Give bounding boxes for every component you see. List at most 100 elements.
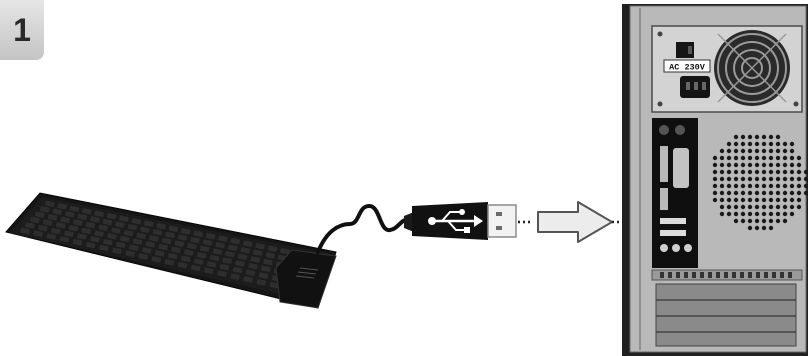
slot-vent <box>716 272 720 278</box>
vent-hole <box>797 184 801 188</box>
vent-hole <box>720 184 724 188</box>
vent-hole <box>790 191 794 195</box>
vent-hole <box>790 170 794 174</box>
vent-hole <box>797 163 801 167</box>
vent-hole <box>762 149 766 153</box>
slot-vent <box>748 272 752 278</box>
vent-hole <box>797 205 801 209</box>
vent-hole <box>741 191 745 195</box>
vent-hole <box>720 198 724 202</box>
vent-hole <box>748 170 752 174</box>
vent-hole <box>734 212 738 216</box>
vent-hole <box>776 205 780 209</box>
slot-vent <box>740 272 744 278</box>
vent-hole <box>748 163 752 167</box>
vent-hole <box>755 156 759 160</box>
vent-hole <box>769 184 773 188</box>
vent-hole <box>727 184 731 188</box>
vent-hole <box>734 198 738 202</box>
vent-hole <box>734 219 738 223</box>
vent-hole <box>762 156 766 160</box>
vent-hole <box>748 219 752 223</box>
psu-fan-grille <box>714 30 790 106</box>
vent-hole <box>769 149 773 153</box>
vent-hole <box>797 198 801 202</box>
vent-hole <box>720 177 724 181</box>
slot-vent <box>700 272 704 278</box>
vent-hole <box>755 177 759 181</box>
vent-hole <box>790 198 794 202</box>
vent-hole <box>713 191 717 195</box>
vent-hole <box>769 142 773 146</box>
vent-hole <box>755 184 759 188</box>
io-panel <box>652 118 698 268</box>
insert-direction-arrow <box>538 202 612 242</box>
vent-hole <box>713 170 717 174</box>
vent-hole <box>755 191 759 195</box>
vent-hole <box>776 198 780 202</box>
vent-hole <box>748 198 752 202</box>
vent-hole <box>741 170 745 174</box>
vent-hole <box>748 156 752 160</box>
vent-hole <box>727 163 731 167</box>
vent-hole <box>769 177 773 181</box>
vent-hole <box>790 212 794 216</box>
vent-hole <box>804 184 808 188</box>
vent-hole <box>727 212 731 216</box>
vent-hole <box>741 177 745 181</box>
vent-hole <box>720 212 724 216</box>
vent-hole <box>734 191 738 195</box>
vent-hole <box>783 219 787 223</box>
vent-hole <box>790 184 794 188</box>
vent-hole <box>720 205 724 209</box>
vent-hole <box>755 149 759 153</box>
vent-hole <box>755 142 759 146</box>
vent-hole <box>783 177 787 181</box>
vent-hole <box>727 170 731 174</box>
vent-hole <box>762 177 766 181</box>
vent-hole <box>741 205 745 209</box>
vent-hole <box>720 170 724 174</box>
vent-hole <box>769 170 773 174</box>
vent-hole <box>748 142 752 146</box>
vent-hole <box>769 198 773 202</box>
vent-hole <box>748 184 752 188</box>
voltage-label: AC 230V <box>669 63 706 73</box>
vent-hole <box>776 156 780 160</box>
vent-hole <box>734 149 738 153</box>
vent-hole <box>741 135 745 139</box>
vent-hole <box>790 149 794 153</box>
vent-hole <box>734 177 738 181</box>
vent-hole <box>762 219 766 223</box>
vent-hole <box>797 177 801 181</box>
vent-hole <box>748 177 752 181</box>
slot-vent <box>676 272 680 278</box>
vent-hole <box>790 163 794 167</box>
vent-hole <box>741 163 745 167</box>
vent-hole <box>755 163 759 167</box>
vent-hole <box>783 205 787 209</box>
vent-hole <box>755 226 759 230</box>
vent-hole <box>804 191 808 195</box>
vent-hole <box>748 205 752 209</box>
vent-hole <box>748 212 752 216</box>
vent-hole <box>734 135 738 139</box>
vent-hole <box>783 184 787 188</box>
vent-hole <box>755 219 759 223</box>
vent-hole <box>797 156 801 160</box>
slot-vent <box>668 272 672 278</box>
vent-hole <box>762 212 766 216</box>
vent-hole <box>783 170 787 174</box>
vent-hole <box>734 205 738 209</box>
vent-hole <box>713 163 717 167</box>
vent-hole <box>734 170 738 174</box>
vent-hole <box>727 156 731 160</box>
vent-hole <box>762 163 766 167</box>
vent-hole <box>762 191 766 195</box>
slot-vent <box>692 272 696 278</box>
vent-hole <box>790 142 794 146</box>
vent-hole <box>762 142 766 146</box>
vent-hole <box>769 163 773 167</box>
vent-hole <box>734 184 738 188</box>
